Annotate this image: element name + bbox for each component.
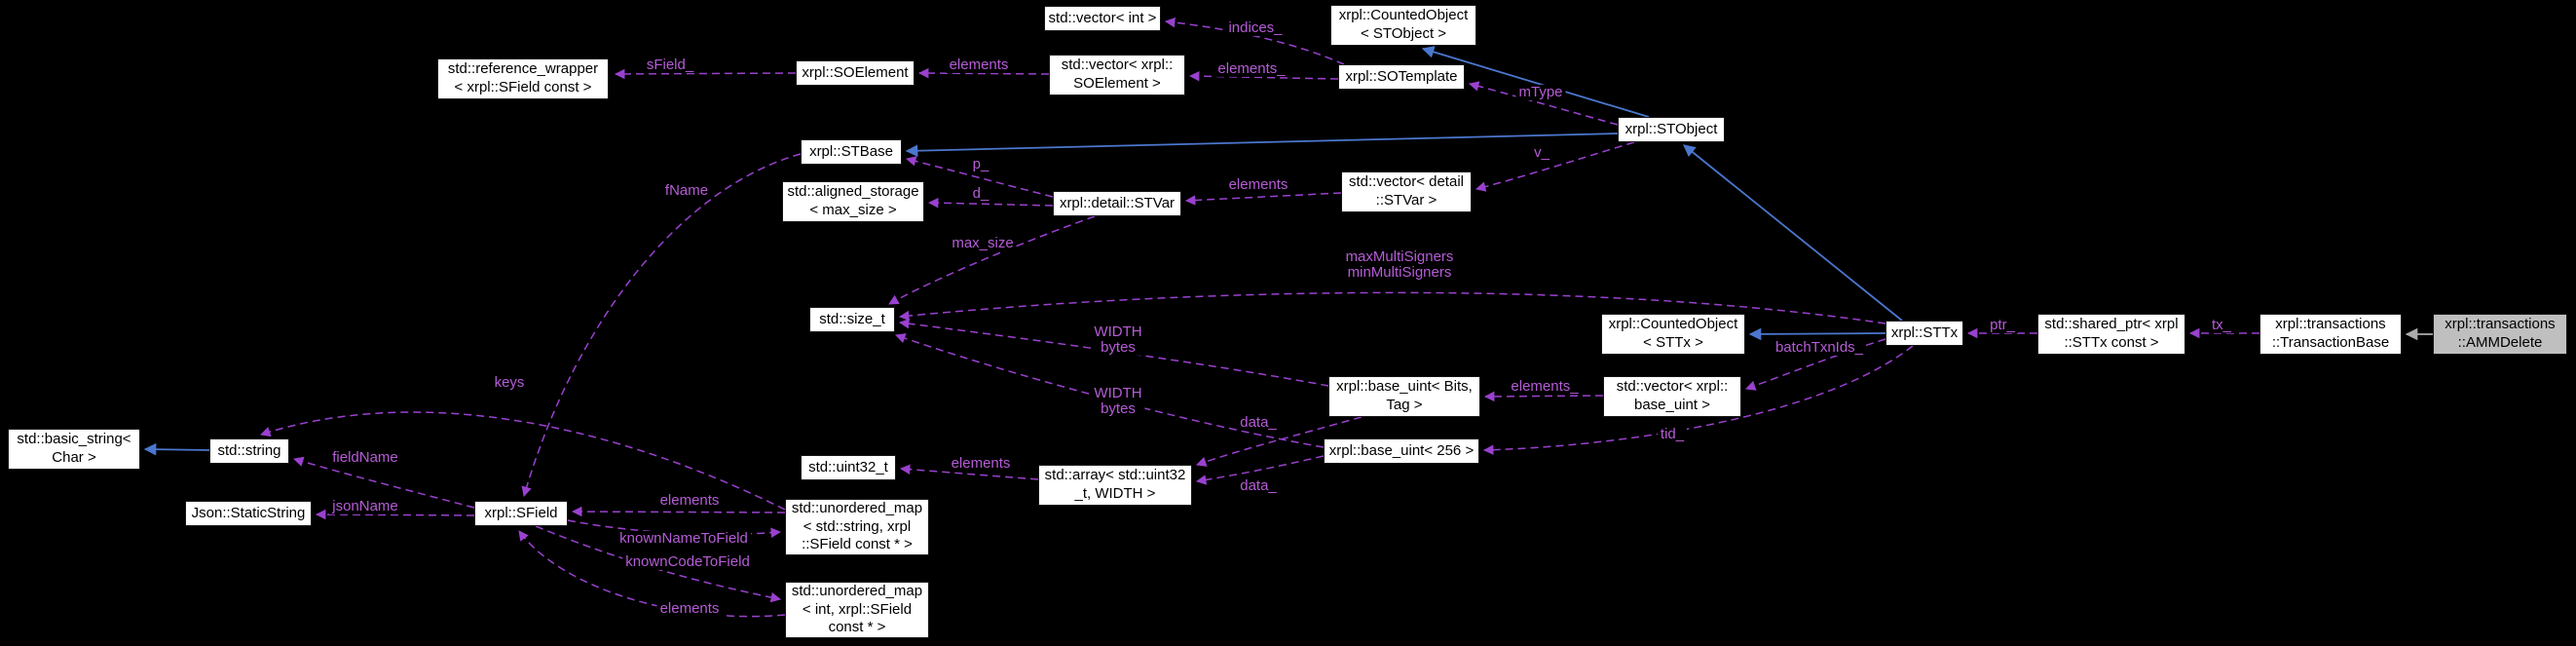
node-uint32-t[interactable]: std::uint32_t: [801, 455, 896, 480]
edge-label-data-1: data_: [1237, 414, 1280, 432]
edge-tid-line: [1482, 345, 1914, 455]
edge-label-d: d_: [969, 185, 992, 203]
edge-label-elements-base-uint: elements_: [1508, 378, 1582, 396]
edge-data-1-line: [1196, 416, 1363, 467]
edge-elements-stvar-line: [1184, 192, 1342, 206]
edge-indices-line: [1164, 17, 1345, 65]
node-countedobject-stobject[interactable]: xrpl::CountedObject < STObject >: [1330, 5, 1476, 46]
node-countedobject-sttx[interactable]: xrpl::CountedObject < STTx >: [1601, 314, 1745, 355]
edge-label-v: v_: [1531, 144, 1552, 162]
edge-label-ptr: ptr_: [1987, 317, 2018, 334]
edge-sttx-stobject-inheritance: [1683, 144, 1903, 322]
node-reference-wrapper[interactable]: std::reference_wrapper < xrpl::SField co…: [437, 58, 609, 99]
edge-label-fname: fName: [661, 182, 712, 200]
node-vector-int[interactable]: std::vector< int >: [1044, 6, 1161, 31]
edge-sttx-countedobject-inheritance: [1748, 327, 1886, 341]
edge-label-elements-array: elements: [948, 455, 1014, 473]
edge-label-elements-map-int: elements: [656, 600, 723, 618]
node-vector-stvar[interactable]: std::vector< detail ::STVar >: [1341, 171, 1472, 212]
edge-label-knownnametofield: knownNameToField: [616, 530, 751, 548]
edge-label-sfield: sField_: [643, 57, 697, 74]
node-aligned-storage[interactable]: std::aligned_storage < max_size >: [782, 181, 924, 222]
edge-sfield-line: [614, 68, 797, 80]
node-stobject[interactable]: xrpl::STObject: [1618, 117, 1725, 142]
edge-string-basicstring-inheritance: [143, 442, 210, 456]
node-shared-ptr[interactable]: std::shared_ptr< xrpl ::STTx const >: [2037, 314, 2185, 355]
node-soelement[interactable]: xrpl::SOElement: [796, 60, 915, 86]
edge-label-elements-map-string: elements: [656, 492, 723, 510]
edge-knownnametofield-line: [567, 519, 782, 538]
edge-elements-array-line: [899, 464, 1039, 480]
edge-jsonname-line: [315, 509, 475, 520]
edge-elements-map-string-line: [571, 506, 786, 517]
edge-label-keys: keys: [491, 374, 528, 392]
node-basic-string[interactable]: std::basic_string< Char >: [8, 429, 140, 470]
edge-max-size-line: [888, 215, 1096, 305]
edge-stobject-countedobject-inheritance: [1421, 46, 1650, 118]
edge-elements-base-uint-line: [1483, 391, 1604, 402]
edge-data-2-line: [1195, 455, 1325, 485]
edge-multisigners-line: [898, 291, 1886, 324]
edge-label-indices: indices_: [1225, 19, 1286, 37]
edge-width-bytes-2-line: [895, 333, 1325, 448]
node-base-uint-bits-tag[interactable]: xrpl::base_uint< Bits, Tag >: [1328, 376, 1480, 417]
edge-d-line: [927, 197, 1054, 209]
edge-label-tx: tx_: [2208, 317, 2235, 334]
node-stvar[interactable]: xrpl::detail::STVar: [1053, 191, 1181, 216]
edge-p-line: [905, 156, 1054, 198]
edge-batchtxnids-line: [1745, 338, 1886, 391]
edge-label-max-size: max_size: [949, 235, 1017, 252]
edge-label-width-bytes-2: WIDTH bytes: [1091, 385, 1145, 418]
edge-keys-line: [260, 411, 786, 511]
edge-width-bytes-1-line: [898, 318, 1329, 387]
edge-label-batchtxnids: batchTxnIds_: [1772, 339, 1867, 357]
edge-label-elements-soelement: elements: [946, 57, 1012, 74]
node-vector-soelement[interactable]: std::vector< xrpl:: SOElement >: [1049, 55, 1185, 95]
edge-fieldname-line: [292, 456, 475, 509]
node-transactionbase[interactable]: xrpl::transactions ::TransactionBase: [2259, 314, 2402, 355]
edge-label-elements-stvar: elements: [1225, 176, 1291, 194]
edge-label-fieldname: fieldName: [329, 449, 401, 467]
node-sttx[interactable]: xrpl::STTx: [1885, 321, 1963, 346]
node-array-uint32[interactable]: std::array< std::uint32 _t, WIDTH >: [1038, 465, 1192, 506]
edge-elements-map-int-line: [518, 530, 786, 618]
node-unordered-map-int-sfield[interactable]: std::unordered_map < int, xrpl::SField c…: [785, 582, 929, 638]
node-json-staticstring[interactable]: Json::StaticString: [185, 501, 312, 526]
edge-v-line: [1475, 141, 1635, 192]
edge-label-mtype: mType: [1515, 84, 1566, 101]
edge-label-elements-sotemplate: elements_: [1214, 60, 1288, 78]
node-sotemplate[interactable]: xrpl::SOTemplate: [1338, 64, 1465, 90]
edge-label-p: p_: [969, 156, 992, 173]
node-vector-base-uint[interactable]: std::vector< xrpl:: base_uint >: [1603, 376, 1741, 417]
node-ammdelete: xrpl::transactions ::AMMDelete: [2433, 314, 2567, 355]
edge-stobject-stbase-inheritance: [905, 133, 1619, 158]
node-string[interactable]: std::string: [209, 438, 289, 464]
edge-label-width-bytes-1: WIDTH bytes: [1091, 323, 1145, 357]
edge-label-data-2: data_: [1237, 477, 1280, 495]
edge-label-jsonname: jsonName: [329, 498, 401, 515]
node-stbase[interactable]: xrpl::STBase: [801, 139, 902, 165]
edge-label-tid: tid_: [1657, 426, 1688, 443]
edge-label-knowncodetofield: knownCodeToField: [622, 553, 753, 571]
edge-label-multisigners: maxMultiSigners minMultiSigners: [1342, 248, 1457, 282]
node-unordered-map-string-sfield[interactable]: std::unordered_map < std::string, xrpl :…: [785, 499, 929, 555]
edge-elements-soelement-line: [917, 67, 1050, 79]
edge-fname-line: [521, 153, 802, 498]
edge-mtype-line: [1468, 81, 1619, 126]
node-size-t[interactable]: std::size_t: [809, 307, 895, 332]
node-base-uint-256[interactable]: xrpl::base_uint< 256 >: [1324, 438, 1479, 464]
node-sfield[interactable]: xrpl::SField: [474, 501, 568, 526]
